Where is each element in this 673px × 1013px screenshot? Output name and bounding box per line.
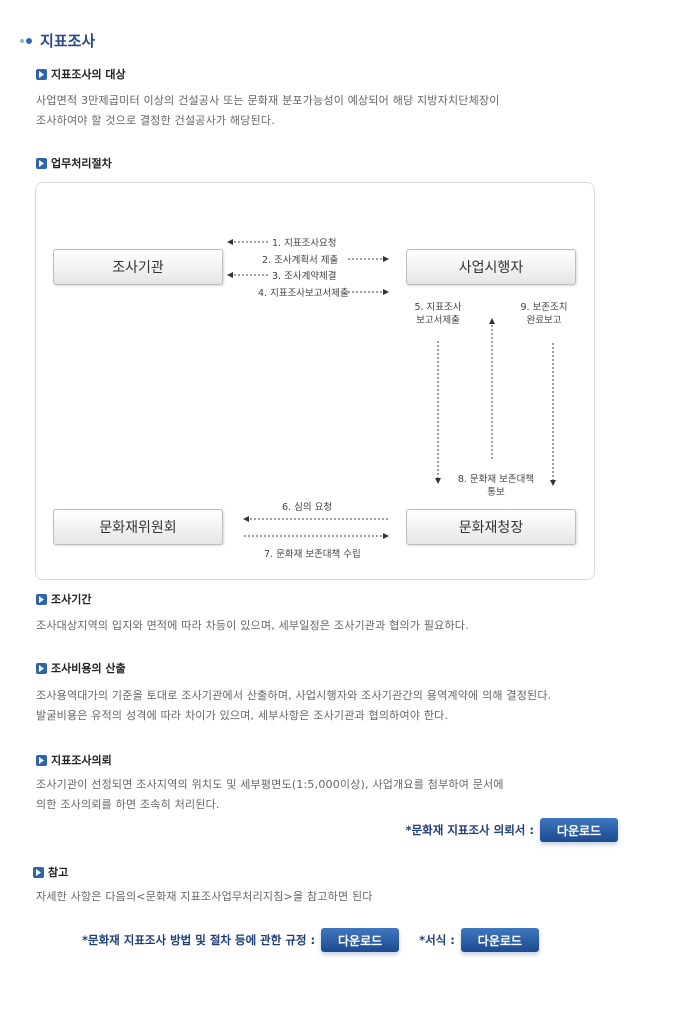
step-label-9: 9. 보존조치 완료보고 [512,301,576,327]
step-label-line: 완료보고 [526,315,562,326]
step-label-3: 3. 조사계약체결 [272,271,337,282]
step-label-line: 8. 문화재 보존대책 [457,474,535,485]
node-committee: 문화재위원회 [53,509,223,545]
section-heading-text: 지표조사의 대상 [51,68,126,81]
section-heading-request: 지표조사의뢰 [36,752,112,768]
step-label-line: 9. 보존조치 [520,302,568,313]
step-label-line: 5. 지표조사 [414,302,462,313]
reference-download-row: *문화재 지표조사 방법 및 절차 등에 관한 규정 : 다운로드 *서식 : … [82,928,539,952]
paragraph-line: 조사기관이 선정되면 조사지역의 위치도 및 세부평면도(1:5,000이상),… [36,778,504,791]
step-label-line: 통보 [487,487,505,498]
step-label-8: 8. 문화재 보존대책 통보 [448,473,544,499]
flow-arrows [227,239,556,539]
cost-paragraph: 조사용역대가의 기준을 토대로 조사기관에서 산출하며, 사업시행자와 조사기관… [36,686,551,726]
paragraph-line: 조사하여야 할 것으로 결정한 건설공사가 해당된다. [36,114,275,127]
section-heading-target: 지표조사의 대상 [36,66,126,82]
arrow-icon [36,593,47,605]
form-download-button[interactable]: 다운로드 [460,928,539,952]
section-heading-text: 조사기간 [51,593,92,606]
procedure-flowchart: 조사기관 사업시행자 문화재위원회 문화재청장 1. 지표조사요청 2. 조사계… [35,182,595,580]
target-paragraph: 사업면적 3만제곱미터 이상의 건설공사 또는 문화재 분포가능성이 예상되어 … [36,91,500,131]
step-label-4: 4. 지표조사보고서제출 [258,288,349,299]
node-developer: 사업시행자 [406,249,576,285]
section-heading-text: 지표조사의뢰 [51,754,112,767]
paragraph-line: 조사용역대가의 기준을 토대로 조사기관에서 산출하며, 사업시행자와 조사기관… [36,689,552,702]
arrow-icon [36,662,47,674]
node-administration: 문화재청장 [406,509,576,545]
request-download-button[interactable]: 다운로드 [540,818,618,842]
form-download-label: *서식 : [419,933,455,947]
arrow-icon [36,754,47,766]
regulation-download-button[interactable]: 다운로드 [321,928,400,952]
paragraph-line: 사업면적 3만제곱미터 이상의 건설공사 또는 문화재 분포가능성이 예상되어 … [36,94,500,107]
paragraph-line: 의한 조사의뢰를 하면 조속히 처리된다. [36,798,220,811]
step-label-7: 7. 문화재 보존대책 수립 [264,549,361,560]
arrow-icon [36,157,47,169]
step-label-line: 보고서제출 [416,315,460,326]
paragraph-line: 조사대상지역의 입지와 면적에 따라 차등이 있으며, 세부일정은 조사기관과 … [36,619,469,632]
paragraph-line: 자세한 사항은 다음의<문화재 지표조사업무처리지침>을 참고하면 된다 [36,890,373,903]
request-download-row: *문화재 지표조사 의뢰서 : 다운로드 [406,818,618,842]
step-label-5: 5. 지표조사 보고서제출 [406,301,470,327]
request-download-label: *문화재 지표조사 의뢰서 : [405,823,534,837]
section-heading-procedure: 업무처리절차 [36,155,112,171]
section-heading-text: 참고 [48,866,69,879]
section-heading-text: 조사비용의 산출 [51,662,126,675]
step-label-6: 6. 심의 요청 [282,502,333,513]
reference-paragraph: 자세한 사항은 다음의<문화재 지표조사업무처리지침>을 참고하면 된다 [36,887,373,907]
arrow-icon [33,866,44,878]
request-paragraph: 조사기관이 선정되면 조사지역의 위치도 및 세부평면도(1:5,000이상),… [36,775,504,815]
period-paragraph: 조사대상지역의 입지와 면적에 따라 차등이 있으며, 세부일정은 조사기관과 … [36,616,469,636]
section-heading-period: 조사기간 [36,591,91,607]
title-bullet-icon [20,37,34,44]
step-label-2: 2. 조사계획서 제출 [262,255,339,266]
paragraph-line: 발굴비용은 유적의 성격에 따라 차이가 있으며, 세부사항은 조사기관과 협의… [36,709,449,722]
regulation-download-label: *문화재 지표조사 방법 및 절차 등에 관한 규정 : [82,933,316,947]
step-label-1: 1. 지표조사요청 [272,238,337,249]
node-survey-org: 조사기관 [53,249,223,285]
section-heading-cost: 조사비용의 산출 [36,660,126,676]
section-heading-reference: 참고 [33,864,68,880]
arrow-icon [36,68,47,80]
section-heading-text: 업무처리절차 [51,157,112,170]
page-title-text: 지표조사 [40,32,96,50]
page-title: 지표조사 [20,30,95,51]
